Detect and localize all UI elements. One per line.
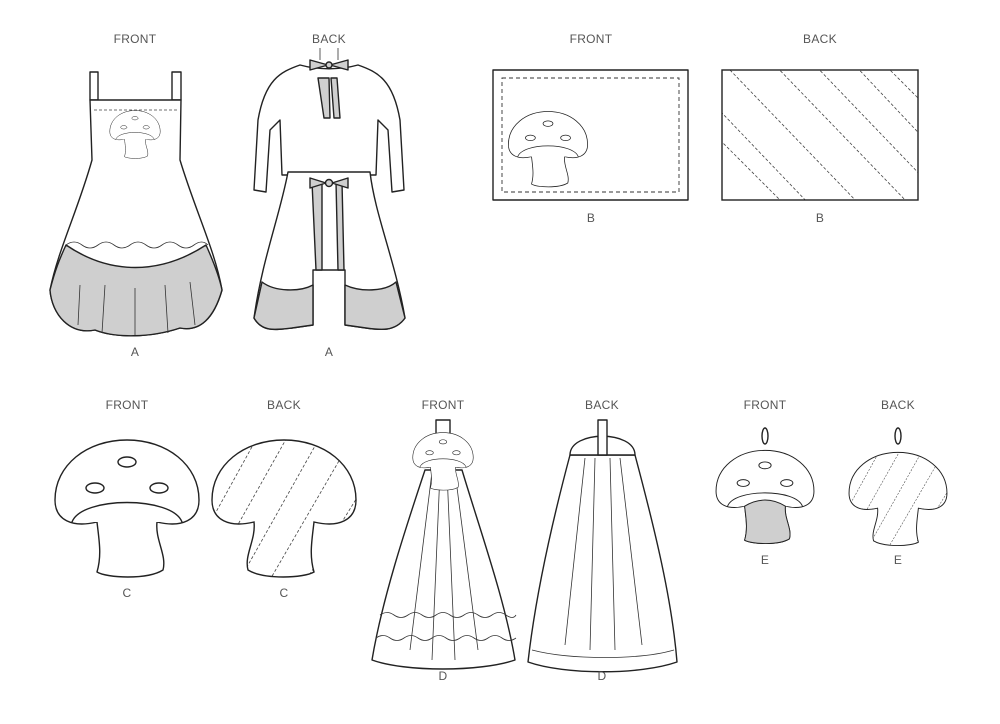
pot-holder-back-view: BACK B <box>721 32 919 225</box>
apron-front-view: FRONT A <box>49 32 223 359</box>
view-label-back: BACK <box>585 398 619 412</box>
view-letter: A <box>131 345 139 359</box>
view-label-back: BACK <box>267 398 301 412</box>
apron-back-view: BACK A <box>253 32 406 359</box>
towel-front-view: FRONT D <box>371 398 517 683</box>
view-label-back: BACK <box>312 32 346 46</box>
view-label-back: BACK <box>881 398 915 412</box>
view-label-front: FRONT <box>570 32 613 46</box>
view-letter: E <box>894 553 902 567</box>
view-letter: D <box>439 669 448 683</box>
hanger-tab <box>435 419 451 435</box>
hanger-tab <box>597 419 608 456</box>
view-label-front: FRONT <box>422 398 465 412</box>
hot-pad-back-view: BACK E <box>830 398 959 567</box>
view-letter: C <box>123 586 132 600</box>
view-label-back: BACK <box>803 32 837 46</box>
view-letter: D <box>598 669 607 683</box>
hot-pad-front-view: FRONT E <box>716 398 814 567</box>
view-letter: C <box>280 586 289 600</box>
towel-back-view: BACK D <box>527 398 678 683</box>
view-label-front: FRONT <box>106 398 149 412</box>
view-label-front: FRONT <box>114 32 157 46</box>
view-letter: A <box>325 345 333 359</box>
view-letter: E <box>761 553 769 567</box>
mushroom-front-view: FRONT C <box>55 398 199 600</box>
view-label-front: FRONT <box>744 398 787 412</box>
view-letter: B <box>587 211 595 225</box>
mushroom-back-view: BACK C <box>184 398 374 600</box>
pot-holder-front-view: FRONT B <box>492 32 689 225</box>
view-letter: B <box>816 211 824 225</box>
